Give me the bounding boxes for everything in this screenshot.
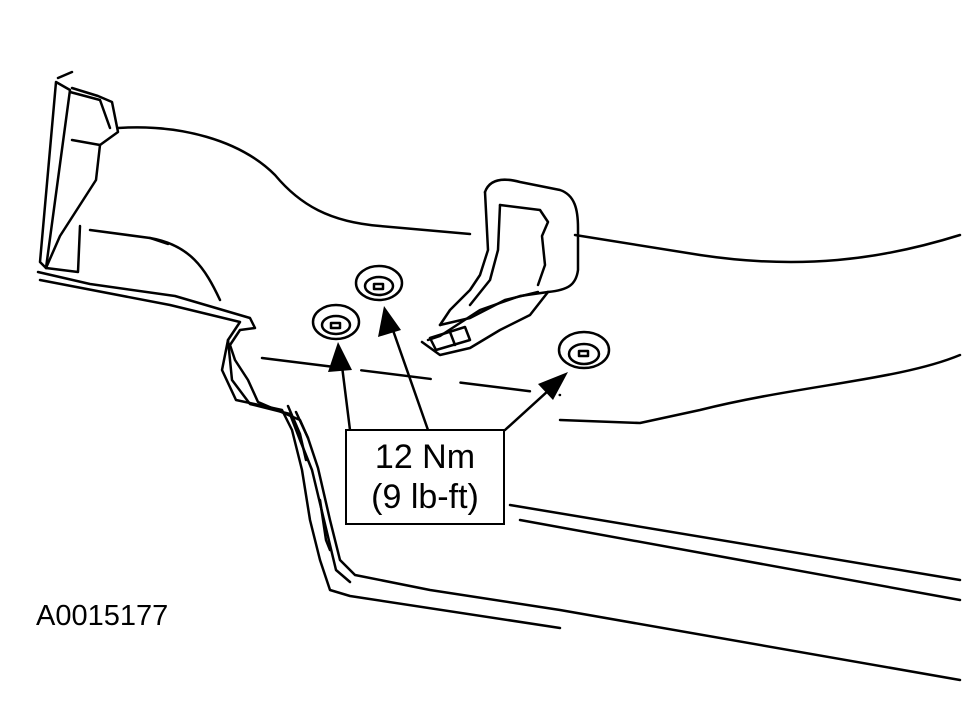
body-lines-right [508,353,962,602]
arrow-head-left [328,342,352,372]
left-bracket [38,70,120,274]
bolt-center-upper [354,264,404,302]
arrow-center-line [386,314,430,432]
bolt-left [311,303,361,341]
arrow-head-center [378,306,401,337]
arrow-head-right [538,372,568,400]
floor-pan-step [36,270,962,682]
torque-nm-label: 12 Nm [374,438,476,476]
hidden-line-dashed [260,356,562,397]
mounting-bracket [420,178,580,357]
figure-id: A0015177 [36,600,169,632]
arrow-heads [328,306,568,400]
bolt-right [557,330,611,370]
torque-spec-callout: 12 Nm (9 lb-ft) [345,429,505,525]
upper-body-contour [88,126,962,302]
torque-lbft-label: (9 lb-ft) [371,478,479,516]
